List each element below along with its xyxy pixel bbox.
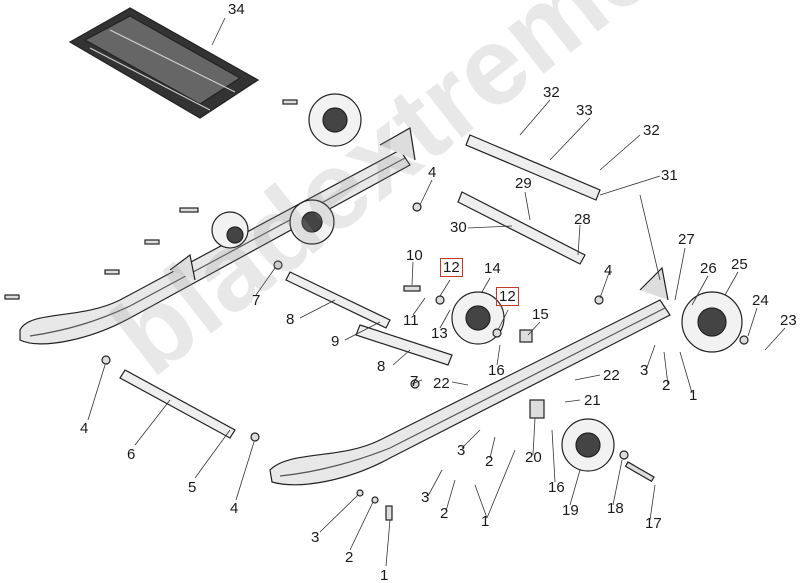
callout-15: 15 bbox=[532, 306, 549, 323]
callout-33: 33 bbox=[576, 102, 593, 119]
callout-1: 1 bbox=[380, 567, 389, 583]
callout-4: 4 bbox=[230, 500, 239, 517]
callout-4: 4 bbox=[428, 164, 437, 181]
callout-32: 32 bbox=[643, 122, 660, 139]
callout-2: 2 bbox=[345, 549, 354, 566]
callout-3: 3 bbox=[421, 489, 430, 506]
callout-13: 13 bbox=[431, 325, 448, 342]
callout-7: 7 bbox=[252, 292, 261, 309]
callout-1: 1 bbox=[689, 387, 698, 404]
callout-21: 21 bbox=[584, 392, 601, 409]
callout-8: 8 bbox=[286, 311, 295, 328]
callout-16: 16 bbox=[548, 479, 565, 496]
callout-10: 10 bbox=[406, 247, 423, 264]
callout-12-highlighted[interactable]: 12 bbox=[440, 258, 463, 277]
callout-9: 9 bbox=[331, 333, 340, 350]
callout-5: 5 bbox=[188, 479, 197, 496]
callout-31: 31 bbox=[661, 167, 678, 184]
callout-29: 29 bbox=[515, 175, 532, 192]
callout-30: 30 bbox=[450, 219, 467, 236]
wheel bbox=[211, 93, 743, 472]
callout-32: 32 bbox=[543, 84, 560, 101]
callout-20: 20 bbox=[525, 449, 542, 466]
callout-26: 26 bbox=[700, 260, 717, 277]
callout-3: 3 bbox=[311, 529, 320, 546]
callout-18: 18 bbox=[607, 500, 624, 517]
callout-19: 19 bbox=[562, 502, 579, 519]
callout-2: 2 bbox=[485, 453, 494, 470]
callout-23: 23 bbox=[780, 312, 797, 329]
callout-2: 2 bbox=[662, 377, 671, 394]
slide-assembly-34 bbox=[68, 7, 260, 119]
right-rail bbox=[269, 266, 671, 486]
callout-34: 34 bbox=[228, 1, 245, 18]
callout-12-highlighted[interactable]: 12 bbox=[496, 287, 519, 306]
callout-17: 17 bbox=[645, 515, 662, 532]
callout-22: 22 bbox=[433, 375, 450, 392]
callout-14: 14 bbox=[484, 260, 501, 277]
callout-27: 27 bbox=[678, 231, 695, 248]
callout-2: 2 bbox=[440, 505, 449, 522]
callout-7: 7 bbox=[410, 373, 419, 390]
callout-4: 4 bbox=[80, 420, 89, 437]
callout-4: 4 bbox=[604, 262, 613, 279]
callout-22: 22 bbox=[603, 367, 620, 384]
callout-6: 6 bbox=[127, 446, 136, 463]
callout-28: 28 bbox=[574, 211, 591, 228]
callout-3: 3 bbox=[640, 362, 649, 379]
callout-25: 25 bbox=[731, 256, 748, 273]
callout-11: 11 bbox=[403, 312, 419, 329]
callout-3: 3 bbox=[457, 442, 466, 459]
callout-8: 8 bbox=[377, 358, 386, 375]
callout-1: 1 bbox=[481, 513, 490, 530]
callout-24: 24 bbox=[752, 292, 769, 309]
left-rail bbox=[19, 127, 416, 345]
callout-16: 16 bbox=[488, 362, 505, 379]
shaft bbox=[119, 134, 601, 439]
